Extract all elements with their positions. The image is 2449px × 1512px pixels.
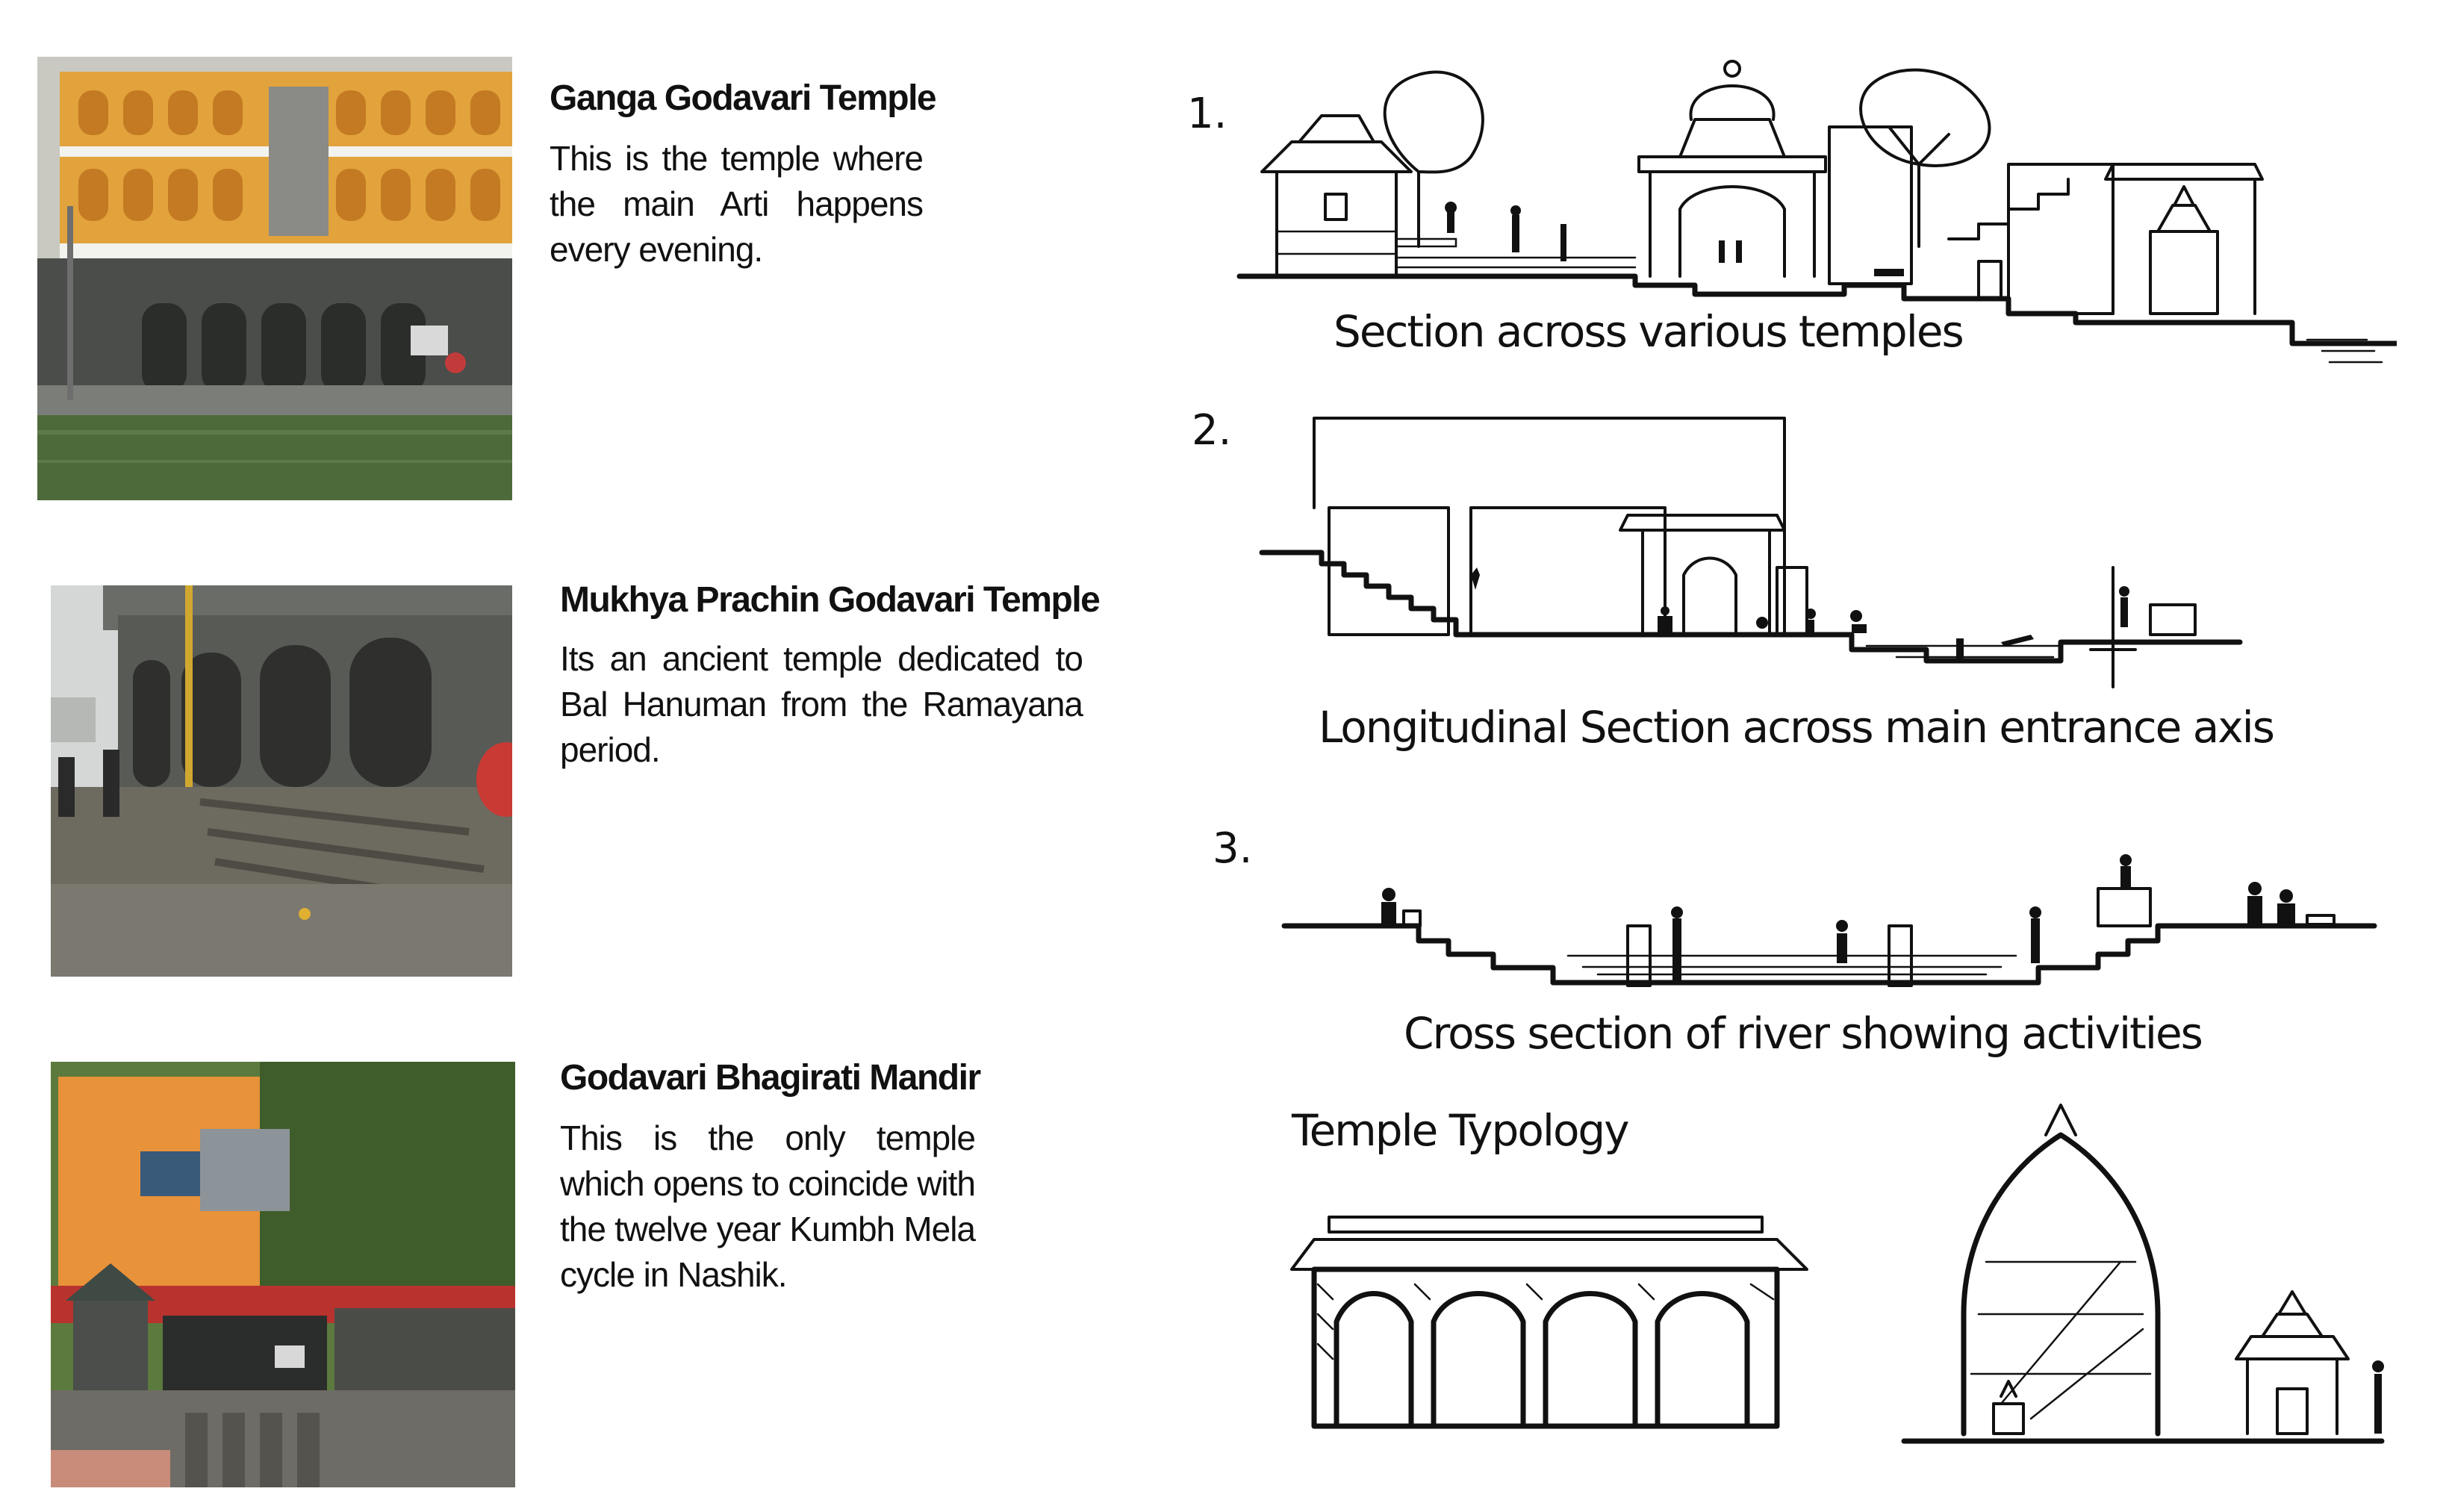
section-caption-2: Longitudinal Section across main entranc…	[1319, 702, 2275, 753]
temple-desc-2: Its an ancient temple dedicated to Bal H…	[560, 639, 1083, 769]
temple-desc-1: This is the temple where the main Arti h…	[550, 139, 924, 269]
temple-title-3: Godavari Bhagirati Mandir	[560, 1058, 981, 1098]
godavari-bhagirati-photo-drawing	[51, 1062, 515, 1487]
photo-godavari-bhagirati-mandir	[51, 1062, 515, 1487]
typology-sketch-arcade-temple	[1284, 1210, 1822, 1434]
section-number-1: 1.	[1187, 90, 1227, 138]
temple-title-1: Ganga Godavari Temple	[550, 78, 937, 118]
section-number-3: 3.	[1213, 824, 1253, 873]
ganga-godavari-photo-drawing	[37, 57, 512, 500]
temple-title-2: Mukhya Prachin Godavari Temple	[560, 580, 1101, 620]
mukhya-prachin-photo-drawing	[51, 585, 512, 977]
section-number-2: 2.	[1192, 406, 1232, 455]
longitudinal-line-drawing	[1259, 417, 2243, 688]
arcade-temple-line-drawing	[1290, 1216, 1808, 1429]
river-cross-section-line-drawing	[1281, 854, 2377, 987]
section-sketch-longitudinal	[1254, 403, 2374, 702]
photo-mukhya-prachin-godavari-temple	[51, 585, 512, 977]
temple-desc-3: This is the only temple which opens to c…	[560, 1119, 976, 1294]
various-temples-line-drawing	[1236, 60, 2397, 364]
photo-ganga-godavari-temple	[37, 57, 512, 500]
temple-typology-heading: Temple Typology	[1292, 1105, 1630, 1156]
shikhara-temple-line-drawing	[1901, 1104, 2385, 1444]
section-caption-1: Section across various temples	[1334, 306, 1964, 357]
section-sketch-river-cross-section	[1269, 821, 2389, 1001]
section-sketch-various-temples	[1232, 45, 2397, 381]
typology-sketch-shikhara-temple	[1896, 1090, 2404, 1456]
section-caption-3: Cross section of river showing activitie…	[1404, 1008, 2203, 1059]
